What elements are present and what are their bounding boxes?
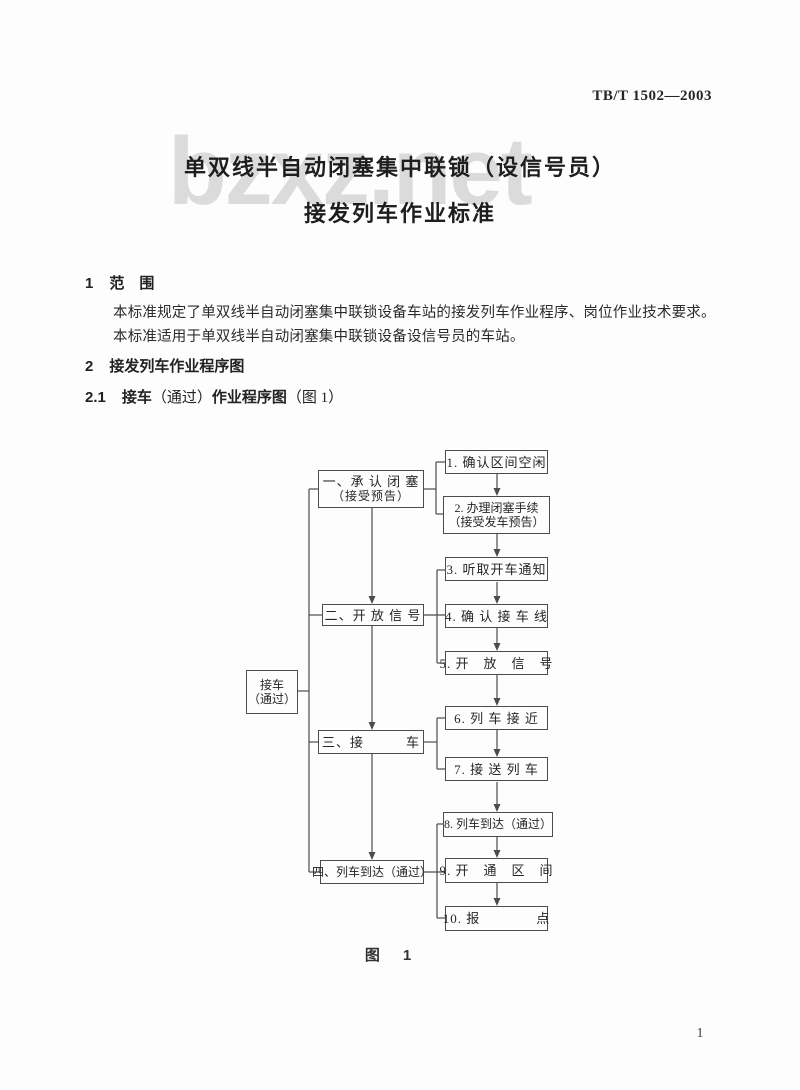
section-2-number: 2 bbox=[85, 358, 94, 375]
watermark-text: bzxz.net bbox=[168, 118, 533, 225]
step-9-label: 9. 开 通 区 间 bbox=[439, 863, 554, 878]
section-2-1-title-bold-2: 作业程序图 bbox=[211, 389, 287, 406]
section-2-1-number: 2.1 bbox=[85, 389, 106, 406]
section-2-1-title-bold-1: 接车 bbox=[121, 389, 152, 406]
doc-title-line2: 接发列车作业标准 bbox=[303, 201, 496, 226]
section-2-1-title-regular-1: （通过） bbox=[151, 390, 212, 406]
section-1-paragraph-2: 本标准适用于单双线半自动闭塞集中联锁设备设信号员的车站。 bbox=[113, 329, 525, 345]
step-2-line2: （接受发车预告） bbox=[448, 515, 545, 529]
step-2-line1: 2. 办理闭塞手续 bbox=[454, 501, 539, 515]
stage-3-label: 三、接 车 bbox=[321, 734, 420, 750]
doc-title-line1: 单双线半自动闭塞集中联锁（设信号员） bbox=[183, 155, 616, 180]
stage-1-line2: （接受预告） bbox=[331, 489, 410, 503]
step-4-label: 4. 确 认 接 车 线 bbox=[445, 608, 549, 624]
flowchart-step-1-box: 1. 确认区间空闲 bbox=[445, 450, 548, 474]
section-2-1-heading: 2.1 接车（通过）作业程序图（图 1） bbox=[85, 386, 343, 407]
step-10-label: 10. 报 点 bbox=[442, 911, 551, 926]
flowchart-stage-1-box: 一、承 认 闭 塞 （接受预告） bbox=[318, 470, 424, 508]
root-box-line2: （通过） bbox=[247, 692, 296, 706]
flowchart-stage-2-box: 二、开 放 信 号 bbox=[322, 604, 424, 626]
flowchart-stage-4-box: 四、列车到达（通过） bbox=[312, 860, 432, 884]
step-6-label: 6. 列 车 接 近 bbox=[454, 710, 539, 726]
flowchart-stage-3-box: 三、接 车 bbox=[318, 730, 424, 754]
section-1-heading: 1 范 围 bbox=[85, 272, 154, 293]
stage-1-line1: 一、承 认 闭 塞 bbox=[322, 474, 420, 489]
flowchart-step-9-box: 9. 开 通 区 间 bbox=[440, 858, 553, 883]
step-3-label: 3. 听取开车通知 bbox=[446, 561, 547, 577]
flowchart-step-3-box: 3. 听取开车通知 bbox=[445, 557, 548, 581]
section-1-number: 1 bbox=[85, 275, 94, 292]
step-1-label: 1. 确认区间空闲 bbox=[446, 454, 547, 470]
section-1-title: 范 围 bbox=[109, 275, 155, 292]
section-2-heading: 2 接发列车作业程序图 bbox=[85, 355, 244, 376]
flowchart-step-4-box: 4. 确 认 接 车 线 bbox=[445, 604, 548, 628]
step-8-label: 8. 列车到达（通过） bbox=[444, 817, 553, 831]
flowchart-step-8-box: 8. 列车到达（通过） bbox=[443, 812, 553, 837]
section-1-paragraph-1: 本标准规定了单双线半自动闭塞集中联锁设备车站的接发列车作业程序、岗位作业技术要求… bbox=[113, 305, 716, 321]
step-7-label: 7. 接 送 列 车 bbox=[454, 761, 539, 777]
standard-number: TB/T 1502—2003 bbox=[592, 88, 712, 104]
flowchart-step-6-box: 6. 列 车 接 近 bbox=[445, 706, 548, 730]
flowchart-root-box: 接车 （通过） bbox=[246, 670, 298, 714]
stage-2-label: 二、开 放 信 号 bbox=[324, 607, 422, 623]
root-box-line1: 接车 bbox=[259, 678, 284, 692]
section-2-1-title-regular-2: （图 1） bbox=[286, 390, 344, 406]
flowchart-step-10-box: 10. 报 点 bbox=[442, 906, 551, 931]
section-2-title: 接发列车作业程序图 bbox=[109, 358, 245, 375]
figure-caption: 图 1 bbox=[364, 947, 416, 964]
page-number: 1 bbox=[696, 1026, 704, 1041]
flowchart-step-2-box: 2. 办理闭塞手续 （接受发车预告） bbox=[443, 496, 550, 534]
step-5-label: 5. 开 放 信 号 bbox=[439, 655, 554, 671]
flowchart-step-5-box: 5. 开 放 信 号 bbox=[440, 651, 553, 675]
stage-4-label: 四、列车到达（通过） bbox=[312, 864, 433, 879]
flowchart-step-7-box: 7. 接 送 列 车 bbox=[445, 757, 548, 781]
